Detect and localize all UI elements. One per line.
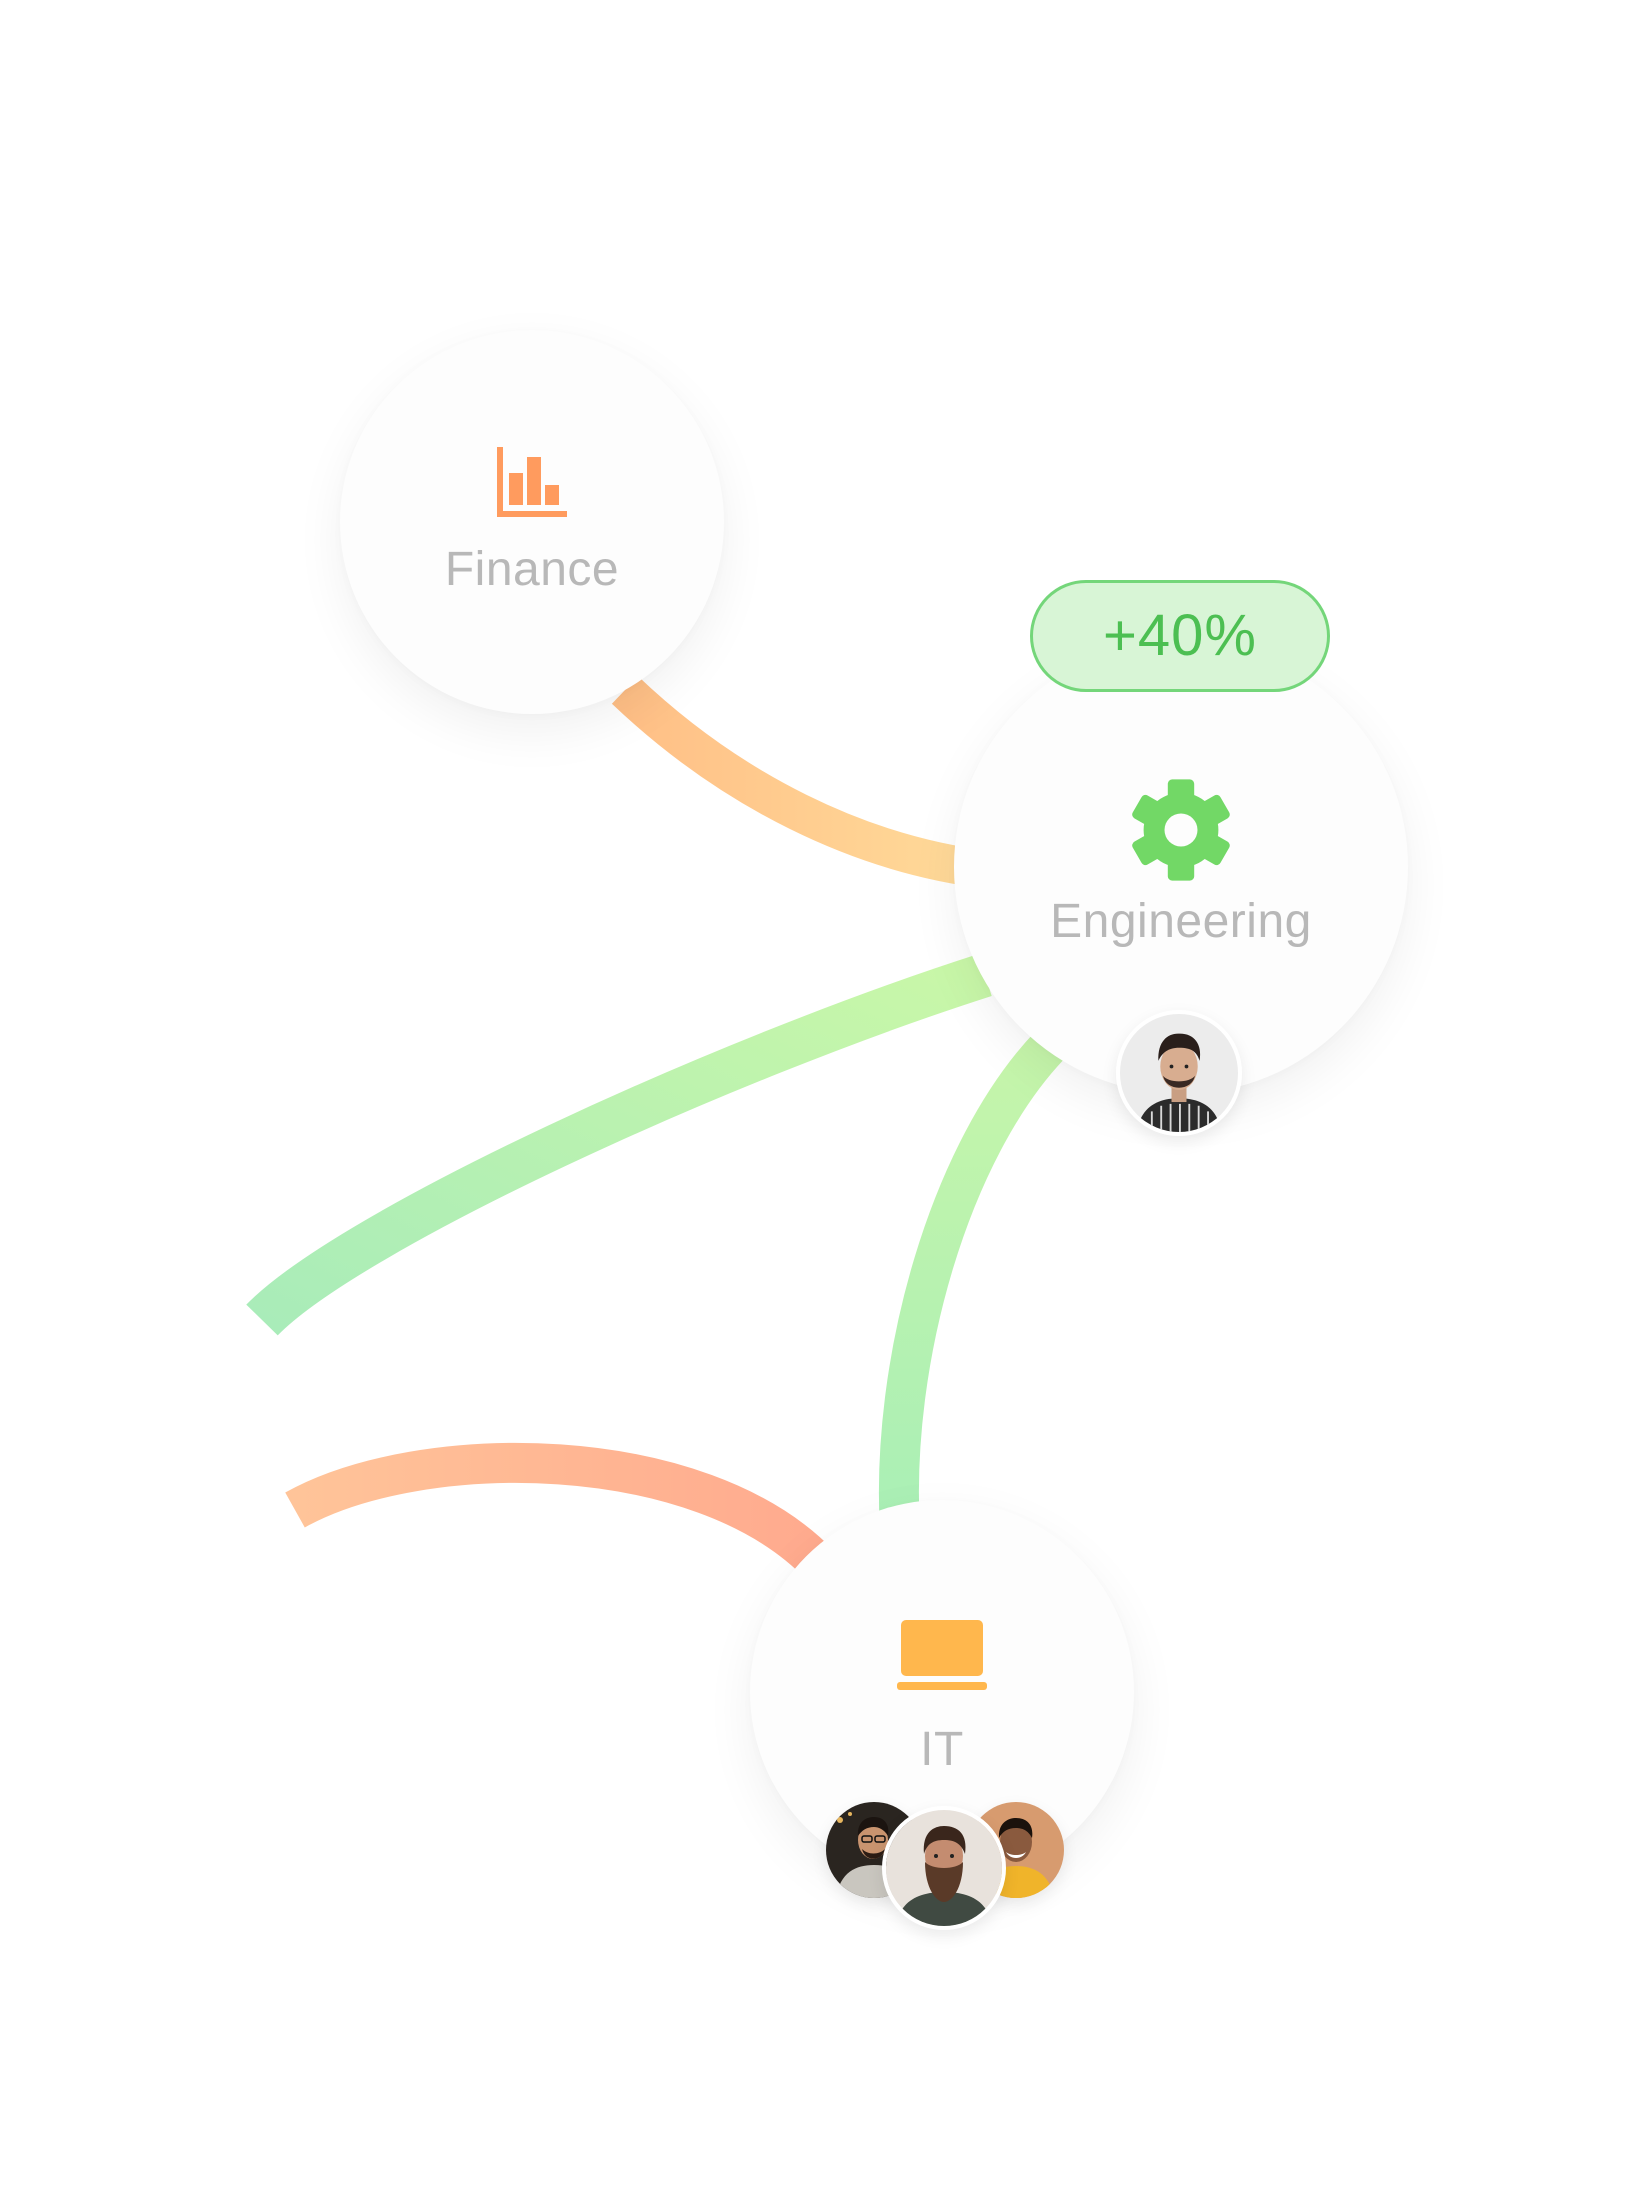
link-engineering-left (246, 954, 992, 1336)
gear-icon (1126, 775, 1236, 885)
engineering-label: Engineering (1050, 895, 1312, 948)
link-engineering-it (878, 1031, 1065, 1532)
bar-chart-icon (494, 445, 570, 521)
growth-badge: +40% (1030, 580, 1330, 692)
link-left-it (285, 1442, 835, 1580)
laptop-icon (897, 1618, 987, 1694)
it-label: IT (920, 1723, 964, 1776)
finance-node[interactable]: Finance (340, 330, 724, 714)
finance-label: Finance (444, 543, 620, 596)
link-finance-engineering (611, 676, 993, 889)
it-member-avatar-center[interactable] (882, 1806, 1006, 1930)
engineering-member-avatar[interactable] (1116, 1010, 1242, 1136)
